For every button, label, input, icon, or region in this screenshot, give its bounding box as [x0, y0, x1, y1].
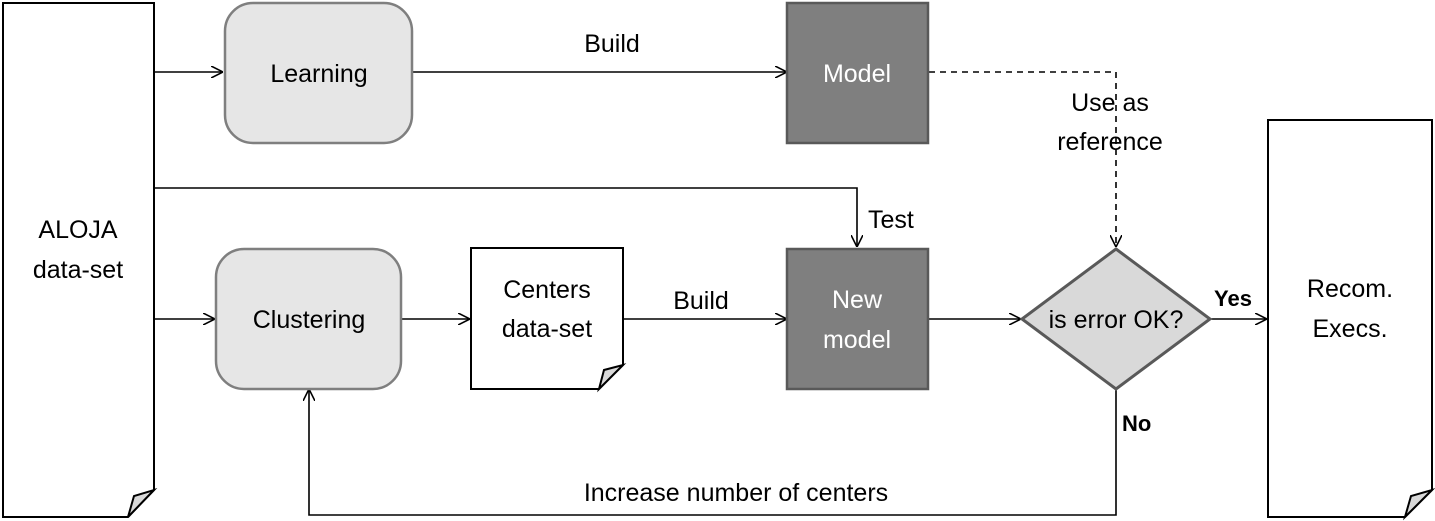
- edge-model-reference-dashed: [929, 71, 1116, 246]
- edge-label-build-top: Build: [584, 30, 640, 58]
- edge-label-use-as-line2: reference: [1057, 128, 1163, 156]
- edge-label-no: No: [1122, 411, 1151, 436]
- clustering-label: Clustering: [253, 306, 366, 334]
- learning-node: Learning: [223, 1, 414, 145]
- centers-label-line1: Centers: [503, 276, 591, 304]
- recom-execs-node: Recom. Execs.: [1267, 119, 1435, 521]
- edge-label-use-as-line1: Use as: [1071, 89, 1149, 117]
- edge-aloja-to-new-model-test: [155, 187, 857, 246]
- clustering-node: Clustering: [214, 247, 403, 391]
- new-model-label-line1: New: [832, 286, 883, 314]
- decision-label: is error OK?: [1049, 306, 1184, 334]
- new-model-node: New model: [785, 247, 930, 391]
- centers-dataset-node: Centers data-set: [470, 247, 627, 393]
- edge-label-increase-centers: Increase number of centers: [584, 479, 888, 507]
- edge-label-build-bottom: Build: [673, 287, 729, 315]
- aloja-label-line1: ALOJA: [38, 216, 118, 244]
- recom-label-line2: Execs.: [1312, 315, 1387, 343]
- decision-node: is error OK?: [1019, 247, 1213, 391]
- recom-label-line1: Recom.: [1307, 275, 1393, 303]
- centers-label-line2: data-set: [502, 315, 592, 343]
- model-label: Model: [823, 60, 891, 88]
- edge-decision-no-loop: [309, 389, 1117, 516]
- learning-label: Learning: [270, 60, 367, 88]
- edge-label-yes: Yes: [1214, 286, 1252, 311]
- aloja-dataset-node: ALOJA data-set: [2, 2, 158, 518]
- aloja-label-line2: data-set: [33, 256, 123, 284]
- new-model-label-line2: model: [823, 326, 891, 354]
- model-node: Model: [785, 1, 930, 145]
- edge-label-test: Test: [868, 206, 914, 234]
